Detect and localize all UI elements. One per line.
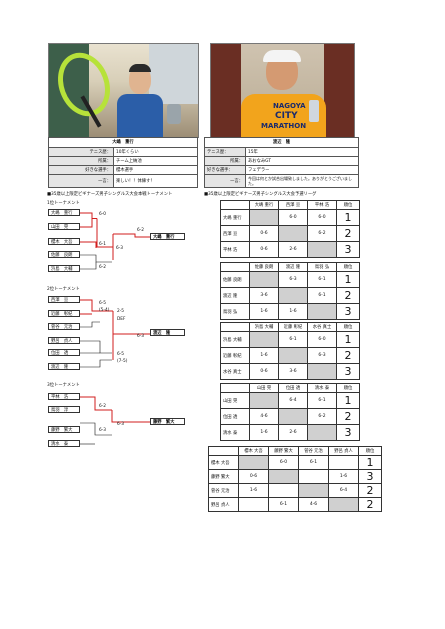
bracket-title: 3位トーナメント: [47, 383, 80, 388]
match-score: 6-3: [99, 428, 107, 433]
bracket-title: 1位トーナメント: [47, 201, 80, 206]
rank: 3: [336, 363, 360, 380]
bracket-entrant: 佐藤 良朗: [48, 251, 80, 258]
league-section-title: ■35歳以上限定ビギナーズ男子シングルス大会予選リーグ: [204, 192, 317, 197]
shirt-text-1: NAGOYA: [273, 102, 306, 110]
player-profile-right: 渡辺 隆 テニス歴：15年 所属：あおなみGT 好きな選手：フェデラー 一言：今…: [204, 137, 359, 189]
rank: 2: [336, 287, 360, 304]
bracket-entrant: 位田 透: [48, 349, 80, 356]
league-table: 大嶋 重行 西澤 亘 平林 浩 順位 大嶋 重行 6-0 6-0 1 西澤 亘 …: [220, 200, 360, 258]
rank: 1: [336, 392, 360, 409]
match-score: 6-2: [99, 265, 107, 270]
rank: 3: [336, 424, 360, 441]
bracket-entrant: 近藤 彰紀: [48, 310, 80, 317]
match-score: 6-1: [99, 242, 107, 247]
rank: 3: [358, 469, 382, 484]
league-table: 櫻木 大吾 藤野 繁大 菅谷 元治 野呂 貞人 順位 櫻木 大吾 6-0 6-1…: [208, 446, 382, 512]
rank: 2: [336, 347, 360, 364]
match-score: 6-5: [117, 352, 125, 357]
match-score: 6-3: [137, 334, 145, 339]
shirt-text-3: MARATHON: [261, 122, 307, 130]
match-score: (5-4): [99, 308, 110, 313]
league-table: 山田 晃 位田 透 清水 泰 順位 山田 晃 6-4 6-1 1 位田 透 4-…: [220, 383, 360, 441]
bracket-entrant: 西澤 亘: [48, 296, 80, 303]
rank: 3: [336, 241, 360, 258]
league-table: 佐藤 良朗 渡辺 隆 鳥羽 弘 順位 佐藤 良朗 6-3 6-1 1 渡辺 隆 …: [220, 262, 360, 320]
bracket-entrant: 藤野 繁大: [48, 426, 80, 433]
bracket-entrant: 鳥羽 淳: [48, 406, 80, 413]
match-score: 6-0: [99, 212, 107, 217]
rank: 1: [336, 331, 360, 348]
match-score: 6-2: [137, 228, 145, 233]
rank: 2: [336, 408, 360, 425]
bracket-entrant: 菅谷 元治: [48, 323, 80, 330]
bracket-entrant: 野呂 貞人: [48, 337, 80, 344]
bracket-entrant: 平林 浩: [48, 393, 80, 400]
bracket-entrant: 山田 晃: [48, 223, 80, 230]
player-profile-left: 大嶋 重行 テニス歴：10年くらい 所属：チーム上納池 好きな選手：櫻木選手 一…: [48, 137, 198, 189]
bracket-winner: 藤野 繁大: [150, 418, 185, 425]
league-table: 浜島 大輔 近藤 彰紀 水谷 真士 順位 浜島 大輔 6-1 6-0 1 近藤 …: [220, 322, 360, 380]
rank: 1: [336, 271, 360, 288]
match-score: 6-5: [99, 301, 107, 306]
bracket-entrant: 渡辺 隆: [48, 363, 80, 370]
bracket-entrant: 清水 泰: [48, 440, 80, 447]
player-photo-left: [48, 43, 199, 138]
rank: 2: [358, 483, 382, 498]
rank: 1: [336, 209, 360, 226]
bracket-winner: 大嶋 重行: [150, 233, 185, 240]
bracket-entrant: 大嶋 重行: [48, 209, 80, 216]
bracket-entrant: 浜島 大輔: [48, 265, 80, 272]
rank: 2: [336, 225, 360, 242]
tournament-section-title: ■35歳以上限定ビギナーズ男子シングルス大会本戦トーナメント: [47, 192, 173, 197]
bracket-entrant: 櫻木 大吾: [48, 238, 80, 245]
match-score: 6-3: [116, 246, 124, 251]
rank: 2: [358, 497, 382, 512]
match-score: 2-5: [117, 309, 125, 314]
match-score: DEF: [117, 317, 126, 322]
match-score: (7-5): [117, 359, 128, 364]
rank: 3: [336, 303, 360, 320]
rank: 1: [358, 455, 382, 470]
bracket-winner: 渡辺 隆: [150, 329, 185, 336]
bracket-title: 2位トーナメント: [47, 287, 80, 292]
match-score: 6-2: [99, 404, 107, 409]
shirt-text-2: CITY: [275, 111, 298, 121]
player-photo-right: NAGOYA CITY MARATHON: [210, 43, 355, 138]
match-score: 6-3: [117, 422, 125, 427]
